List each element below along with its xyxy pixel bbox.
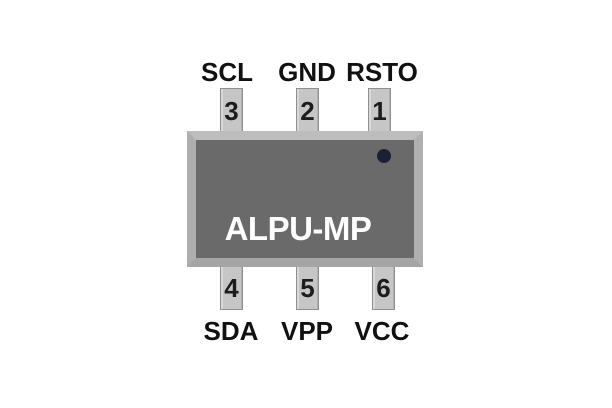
pin-label-vcc: VCC	[354, 316, 410, 346]
pin-6-number: 6	[376, 272, 391, 303]
pin-4: 4	[220, 265, 243, 310]
pin-2-number: 2	[300, 95, 315, 126]
pin-label-scl: SCL	[201, 57, 253, 87]
pin-label-vpp: VPP	[280, 316, 334, 346]
pin-1-number: 1	[372, 95, 387, 126]
pin-label-sda: SDA	[203, 316, 259, 346]
pin-4-number: 4	[224, 272, 239, 303]
pin-1: 1	[368, 88, 391, 133]
pin-5: 5	[296, 265, 319, 310]
chip-part-number: ALPU-MP	[224, 210, 372, 247]
pin-3: 3	[220, 88, 243, 133]
pin-6: 6	[372, 265, 395, 310]
pin-2: 2	[296, 88, 319, 133]
pin-3-number: 3	[224, 95, 239, 126]
pin-label-gnd: GND	[278, 57, 336, 87]
pin1-marker-dot-icon	[377, 149, 391, 163]
pin-5-number: 5	[300, 272, 315, 303]
pin-label-rsto: RSTO	[346, 57, 418, 87]
